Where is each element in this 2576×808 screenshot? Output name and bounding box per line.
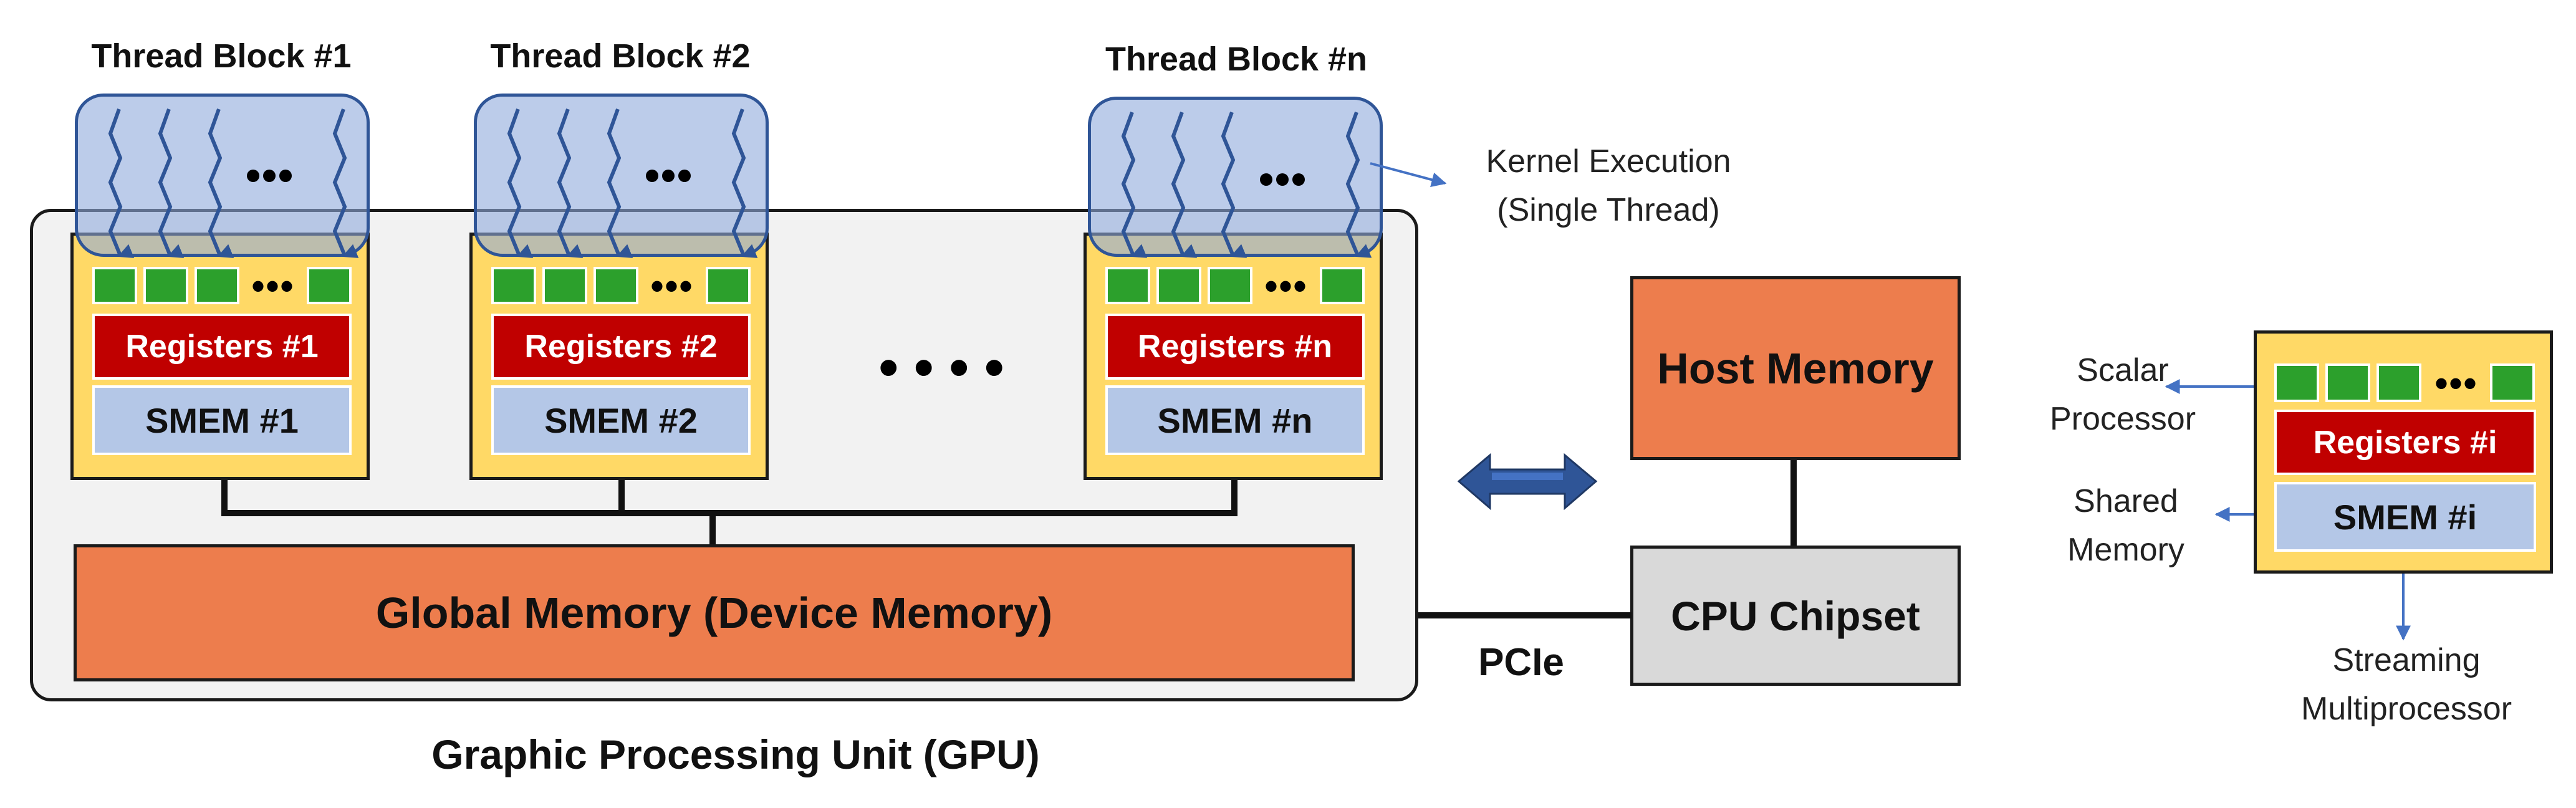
host-memory: Host Memory (1630, 276, 1961, 460)
cpu-chipset-label: CPU Chipset (1671, 592, 1920, 639)
cpu-chipset: CPU Chipset (1630, 546, 1961, 686)
thread-arrow-icon (1121, 111, 1148, 258)
sm-bus (221, 510, 1238, 516)
kernel-execution-arrow (1370, 162, 1447, 188)
registers-n: Registers #n (1105, 314, 1365, 380)
scalar-processor (1105, 267, 1150, 304)
legend-scalar-processor (2490, 363, 2535, 402)
smem-2-label: SMEM #2 (544, 400, 698, 440)
registers-1: Registers #1 (92, 314, 352, 380)
scalar-processor-label: Scalar Processor (2020, 346, 2226, 446)
thread-squiggles (108, 108, 1372, 258)
processor-ellipsis: ••• (242, 264, 304, 307)
pcie-label: PCIe (1453, 636, 1590, 689)
kernel-execution-line2: (Single Thread) (1497, 192, 1720, 228)
processor-ellipsis: ••• (1255, 264, 1317, 307)
smem-2: SMEM #2 (491, 385, 751, 455)
thread-block-n-label: Thread Block #n (1077, 34, 1395, 84)
thread-arrow-icon (108, 108, 135, 258)
legend-scalar-processor (2274, 363, 2319, 402)
thread-block-2-box (474, 94, 769, 257)
legend-smem: SMEM #i (2274, 482, 2536, 552)
registers-n-label: Registers #n (1137, 329, 1333, 365)
thread-arrow-icon (557, 108, 584, 258)
thread-block-2-label-text: Thread Block #2 (490, 37, 751, 75)
processor-ellipsis-text: ••• (251, 264, 295, 307)
streaming-multiprocessor-label: Streaming Multiprocessor (2257, 636, 2556, 736)
smn-wire (1231, 477, 1238, 513)
registers-2: Registers #2 (491, 314, 751, 380)
legend-processor-ellipsis: ••• (2425, 362, 2487, 404)
thread-arrow-icon (208, 108, 234, 258)
scalar-processor-line2: Processor (2049, 401, 2196, 437)
thread-arrow-icon (1345, 111, 1372, 258)
host-to-chipset-wire (1790, 460, 1797, 547)
scalar-processor (1156, 267, 1201, 304)
scalar-processor (1320, 267, 1365, 304)
scalar-processor (491, 267, 536, 304)
kernel-execution-annotation: Kernel Execution (Single Thread) (1459, 137, 1758, 237)
scalar-processor (195, 267, 239, 304)
processor-ellipsis: ••• (641, 264, 703, 307)
more-blocks-ellipsis-text: • • • • (878, 336, 1004, 399)
gpu-label: Graphic Processing Unit (GPU) (299, 723, 1172, 786)
scalar-processor (542, 267, 587, 304)
global-memory: Global Memory (Device Memory) (74, 544, 1355, 681)
processor-ellipsis-text: ••• (650, 264, 694, 307)
pcie-wire (1418, 612, 1632, 618)
legend-processor-ellipsis-text: ••• (2434, 362, 2478, 404)
smem-n: SMEM #n (1105, 385, 1365, 455)
smem-n-label: SMEM #n (1157, 400, 1313, 440)
scalar-processor (92, 267, 137, 304)
sm1-wire (221, 477, 228, 513)
shared-memory-label: Shared Memory (2039, 477, 2213, 577)
global-memory-label: Global Memory (Device Memory) (375, 589, 1053, 637)
smem-1: SMEM #1 (92, 385, 352, 455)
thread-arrow-icon (731, 108, 758, 258)
registers-2-label: Registers #2 (524, 329, 718, 365)
legend-scalar-processor (2325, 363, 2370, 402)
registers-1-label: Registers #1 (125, 329, 319, 365)
legend-registers-label: Registers #i (2313, 424, 2497, 461)
thread-arrow-icon (1171, 111, 1198, 258)
smem-1-label: SMEM #1 (145, 400, 299, 440)
streaming-mp-line2: Multiprocessor (2300, 691, 2512, 727)
thread-block-2-label: Thread Block #2 (461, 31, 779, 81)
gpu-label-text: Graphic Processing Unit (GPU) (431, 731, 1040, 777)
shared-memory-line1: Shared (2074, 483, 2178, 519)
scalar-processor (706, 267, 751, 304)
thread-block-n-box (1088, 97, 1383, 257)
legend-scalar-processor (2377, 363, 2421, 402)
thread-block-1-label: Thread Block #1 (62, 31, 380, 81)
sm2-wire (618, 477, 625, 513)
bus-to-global-wire (709, 510, 716, 546)
legend-smem-label: SMEM #i (2333, 497, 2477, 537)
thread-block-n-label-text: Thread Block #n (1105, 41, 1368, 78)
dots-in-thread-blocks (247, 170, 1305, 186)
processor-ellipsis-text: ••• (1264, 264, 1308, 307)
pcie-label-text: PCIe (1478, 641, 1564, 684)
scalar-processor (1208, 267, 1252, 304)
scalar-processor (594, 267, 638, 304)
thread-arrow-icon (507, 108, 534, 258)
more-blocks-ellipsis: • • • • (823, 324, 1060, 411)
legend-registers: Registers #i (2274, 410, 2536, 475)
thread-arrow-icon (607, 108, 633, 258)
thread-arrow-icon (332, 108, 359, 258)
scalar-processor (307, 267, 352, 304)
thread-block-1-label-text: Thread Block #1 (91, 37, 352, 75)
thread-arrow-icon (158, 108, 185, 258)
scalar-processor (143, 267, 188, 304)
bidirectional-arrow-icon (1457, 453, 1598, 511)
kernel-execution-line1: Kernel Execution (1486, 143, 1731, 180)
host-memory-label: Host Memory (1657, 344, 1934, 393)
thread-arrow-icon (1221, 111, 1247, 258)
streaming-mp-line1: Streaming (2332, 642, 2481, 678)
scalar-processor-line1: Scalar (2077, 352, 2169, 388)
shared-memory-line2: Memory (2067, 532, 2184, 568)
